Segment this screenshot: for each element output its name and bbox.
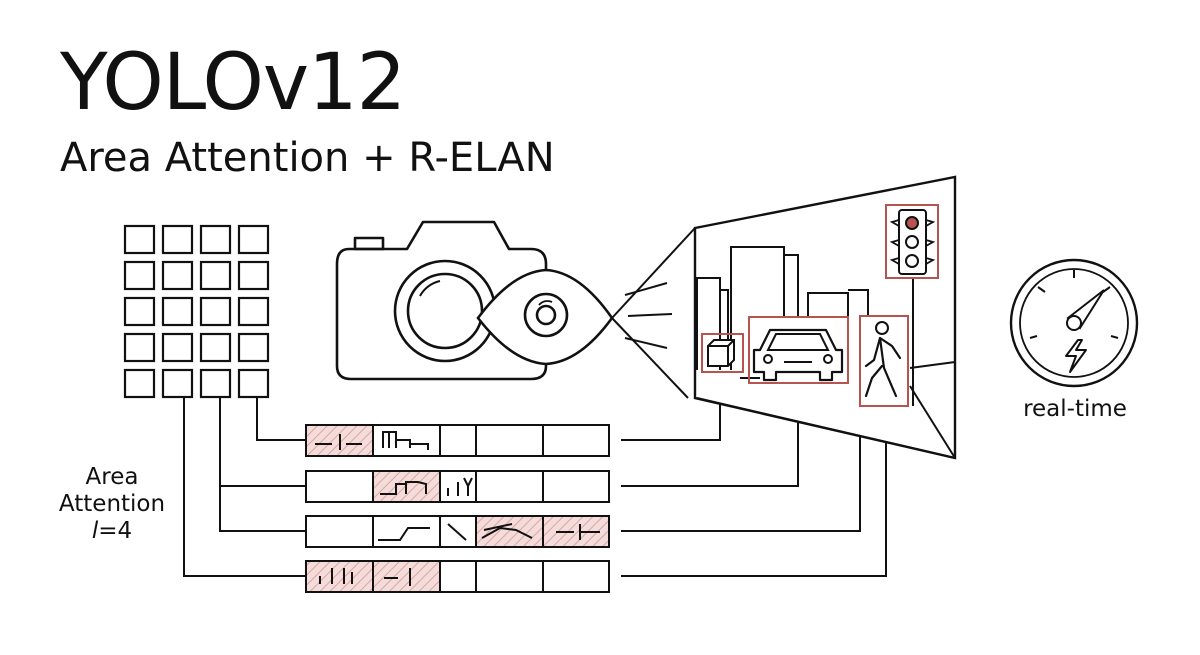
area-attention-param: l=4 xyxy=(52,518,172,545)
page-title: YOLOv12 xyxy=(60,38,406,128)
area-attention-line1: Area xyxy=(85,464,139,490)
real-time-label: real-time xyxy=(1023,396,1127,422)
area-attention-line2: Attention xyxy=(58,491,166,517)
box-icon xyxy=(701,333,744,373)
area-attention-value: =4 xyxy=(98,518,133,544)
car-icon xyxy=(748,316,849,384)
area-attention-var: l xyxy=(91,518,99,544)
attention-row-1 xyxy=(305,424,610,457)
grid-icon xyxy=(123,224,270,399)
lightning-icon xyxy=(1065,339,1087,373)
pedestrian-icon xyxy=(859,315,909,407)
traffic-light-icon xyxy=(885,204,939,279)
scene-contents xyxy=(696,246,956,459)
area-attention-label: Area Attention l=4 xyxy=(52,464,172,545)
attention-row-3 xyxy=(305,515,610,548)
page-subtitle: Area Attention + R-ELAN xyxy=(60,135,555,181)
vision-rays xyxy=(611,227,696,399)
attention-row-2 xyxy=(305,470,610,503)
attention-row-4 xyxy=(305,560,610,593)
speedometer-icon xyxy=(1009,258,1139,388)
grid-connectors xyxy=(183,397,306,577)
eye-icon xyxy=(476,268,614,366)
